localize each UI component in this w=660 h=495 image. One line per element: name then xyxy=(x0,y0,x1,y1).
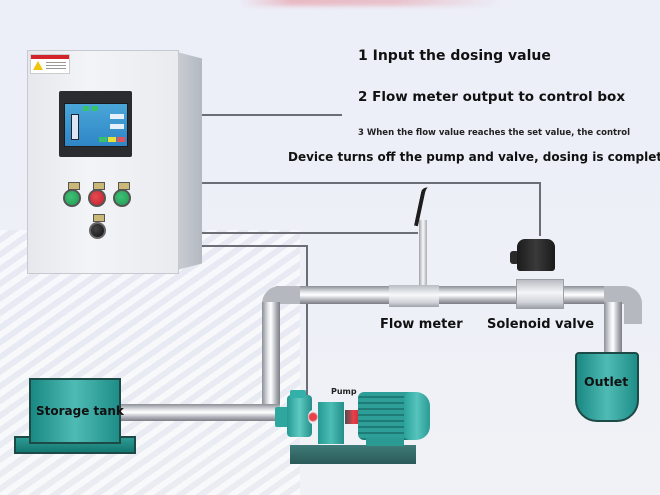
warning-label-bar xyxy=(31,55,69,59)
flow-meter[interactable] xyxy=(389,285,439,307)
storage-tank-label: Storage tank xyxy=(36,404,124,418)
hmi-value-field xyxy=(110,124,124,129)
hmi-screen[interactable] xyxy=(64,103,128,147)
pump-motor-foot xyxy=(366,438,404,446)
step-3-continuation-label: Device turns off the pump and valve, dos… xyxy=(288,150,660,164)
flow-meter-sensor xyxy=(419,220,427,286)
hmi-pause-button[interactable] xyxy=(108,137,116,142)
hmi-start-button[interactable] xyxy=(99,137,107,142)
pump-label: Pump xyxy=(331,387,357,396)
control-box-side xyxy=(177,52,202,270)
storage-tank[interactable] xyxy=(29,378,121,444)
pump-base xyxy=(290,445,416,464)
hmi-valve-icon xyxy=(83,106,89,111)
hmi-stop-button[interactable] xyxy=(117,137,125,142)
top-decoration xyxy=(240,0,500,6)
step-1-label: 1 Input the dosing value xyxy=(358,48,551,64)
pipe-right-drop xyxy=(604,302,622,354)
warning-label-text xyxy=(46,62,66,70)
pump-outlet xyxy=(290,390,306,398)
step-3-label: 3 When the flow value reaches the set va… xyxy=(358,128,631,138)
green-pushbutton[interactable] xyxy=(63,189,81,207)
pump-coupling xyxy=(345,410,359,424)
pipe-top xyxy=(276,286,616,304)
wire-to-pump xyxy=(202,245,307,247)
pump-impeller xyxy=(308,410,318,424)
control-box xyxy=(27,50,179,274)
step-2-label: 2 Flow meter output to control box xyxy=(358,89,626,105)
hmi-value-field xyxy=(110,114,124,119)
wire-step1 xyxy=(202,114,342,116)
solenoid-valve-connector xyxy=(510,251,519,264)
wire-to-flow-meter xyxy=(202,232,418,234)
wire-to-solenoid-valve xyxy=(202,182,540,184)
pipe-left-riser xyxy=(262,302,280,406)
pump-bearing-housing xyxy=(318,402,344,444)
selector-switch[interactable] xyxy=(89,222,106,239)
green-pushbutton[interactable] xyxy=(113,189,131,207)
wire-to-pump-drop xyxy=(306,245,308,395)
warning-triangle-icon xyxy=(33,61,43,70)
warning-label xyxy=(30,54,70,74)
pipe-bottom xyxy=(117,404,280,421)
flow-meter-label: Flow meter xyxy=(380,317,463,332)
pipe-elbow-right xyxy=(604,286,642,324)
pump-motor-fan-cover xyxy=(404,392,430,440)
wire-to-solenoid-valve-drop xyxy=(539,182,541,236)
solenoid-valve-label: Solenoid valve xyxy=(487,317,595,332)
pump-inlet-flange xyxy=(275,407,289,427)
solenoid-valve[interactable] xyxy=(517,239,555,271)
outlet-container[interactable] xyxy=(575,352,639,422)
hmi-tank-icon xyxy=(71,114,79,140)
hmi-valve-icon xyxy=(92,106,98,111)
red-pushbutton[interactable] xyxy=(88,189,106,207)
touch-screen-hmi[interactable] xyxy=(59,91,132,157)
selector-tag xyxy=(93,214,105,222)
solenoid-valve-body xyxy=(516,279,564,309)
pump-housing[interactable] xyxy=(287,395,312,437)
outlet-label: Outlet xyxy=(584,374,629,389)
